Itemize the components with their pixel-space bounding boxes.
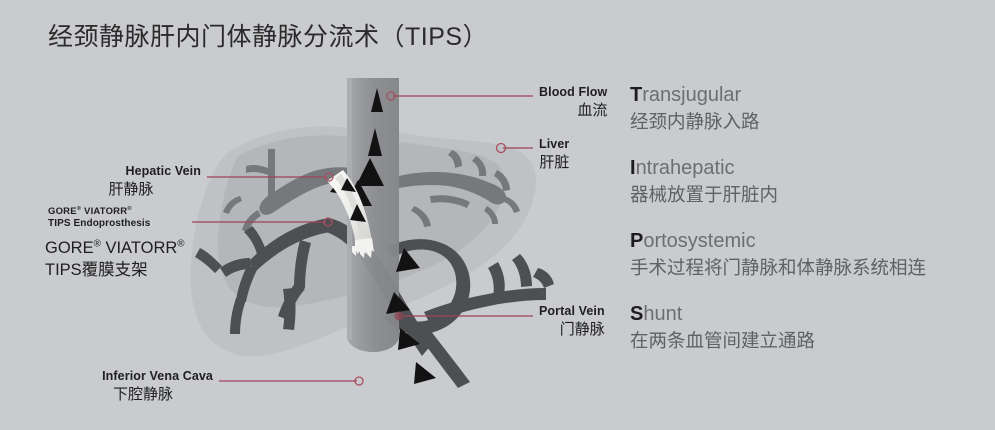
tips-acronym-list: Transjugular 经颈内静脉入路 Intrahepatic 器械放置于肝… [630,82,990,354]
tips-cap-i: I [630,156,636,179]
marker-portal-vein [394,311,404,321]
portal-vein-branches [195,218,554,388]
gore-viatorr-stent [327,170,374,258]
annotation-hepatic-vein-zh: 肝静脉 [108,180,154,198]
tips-cap-p: P [630,229,644,252]
marker-gore-stent [323,217,333,227]
annotation-blood-flow: Blood Flow 血流 [539,85,607,120]
marker-liver [495,142,507,154]
annotation-gore-stent-small: GORE® VIATORR® TIPS Endoprosthesis [48,206,150,229]
gore-stent-product-small: TIPS Endoprosthesis [48,218,151,229]
marker-ivc [354,376,364,386]
tips-en-shunt: Shunt [630,301,990,328]
tips-item-portosystemic: Portosystemic 手术过程将门静脉和体静脉系统相连 [630,228,990,281]
tips-item-transjugular: Transjugular 经颈内静脉入路 [630,82,990,135]
annotation-portal-vein-en: Portal Vein [539,304,605,318]
annotation-liver: Liver 肝脏 [539,137,569,172]
annotation-portal-vein-zh: 门静脉 [559,320,605,338]
annotation-ivc-en: Inferior Vena Cava [102,369,213,383]
annotation-hepatic-vein: Hepatic Vein 肝静脉 [61,164,201,199]
marker-blood-flow [386,91,396,101]
tips-item-shunt: Shunt 在两条血管间建立通路 [630,301,990,354]
tips-zh-shunt: 在两条血管间建立通路 [630,329,816,351]
tips-zh-intrahepatic: 器械放置于肝脏内 [630,183,779,205]
tips-en-transjugular: Transjugular [630,82,990,109]
tips-rest-intrahepatic: ntrahepatic [635,156,735,179]
marker-hepatic-vein [324,172,334,182]
annotation-hepatic-vein-en: Hepatic Vein [125,164,201,178]
annotation-liver-zh: 肝脏 [539,153,570,171]
gore-stent-product-large: TIPS覆膜支架 [45,261,148,280]
tips-en-intrahepatic: Intrahepatic [630,155,990,182]
page-title: 经颈静脉肝内门体静脉分流术（TIPS） [48,23,489,51]
tips-rest-shunt: hunt [643,302,683,325]
tips-cap-t: T [630,84,643,106]
annotation-gore-stent-large: GORE® VIATORR® TIPS覆膜支架 [45,237,185,282]
annotation-ivc-zh: 下腔静脉 [112,385,173,403]
annotation-blood-flow-en: Blood Flow [539,85,608,99]
hepatic-vein-branches [223,149,520,232]
tips-item-intrahepatic: Intrahepatic 器械放置于肝脏内 [630,155,990,208]
tips-zh-portosystemic: 手术过程将门静脉和体静脉系统相连 [630,256,927,278]
tips-en-portosystemic: Portosystemic [630,228,990,255]
annotation-liver-en: Liver [539,137,570,151]
tips-rest-transjugular: ransjugular [642,84,742,106]
tips-zh-transjugular: 经颈内静脉入路 [630,111,760,132]
gore-stent-brand-large: GORE® VIATORR® [45,238,185,257]
annotation-blood-flow-zh: 血流 [577,101,608,119]
annotation-inferior-vena-cava: Inferior Vena Cava 下腔静脉 [73,369,213,404]
annotation-portal-vein: Portal Vein 门静脉 [539,304,605,339]
tips-rest-portosystemic: ortosystemic [643,229,756,252]
tips-cap-s: S [630,302,644,325]
gore-stent-brand-small: GORE® VIATORR® [48,205,132,217]
